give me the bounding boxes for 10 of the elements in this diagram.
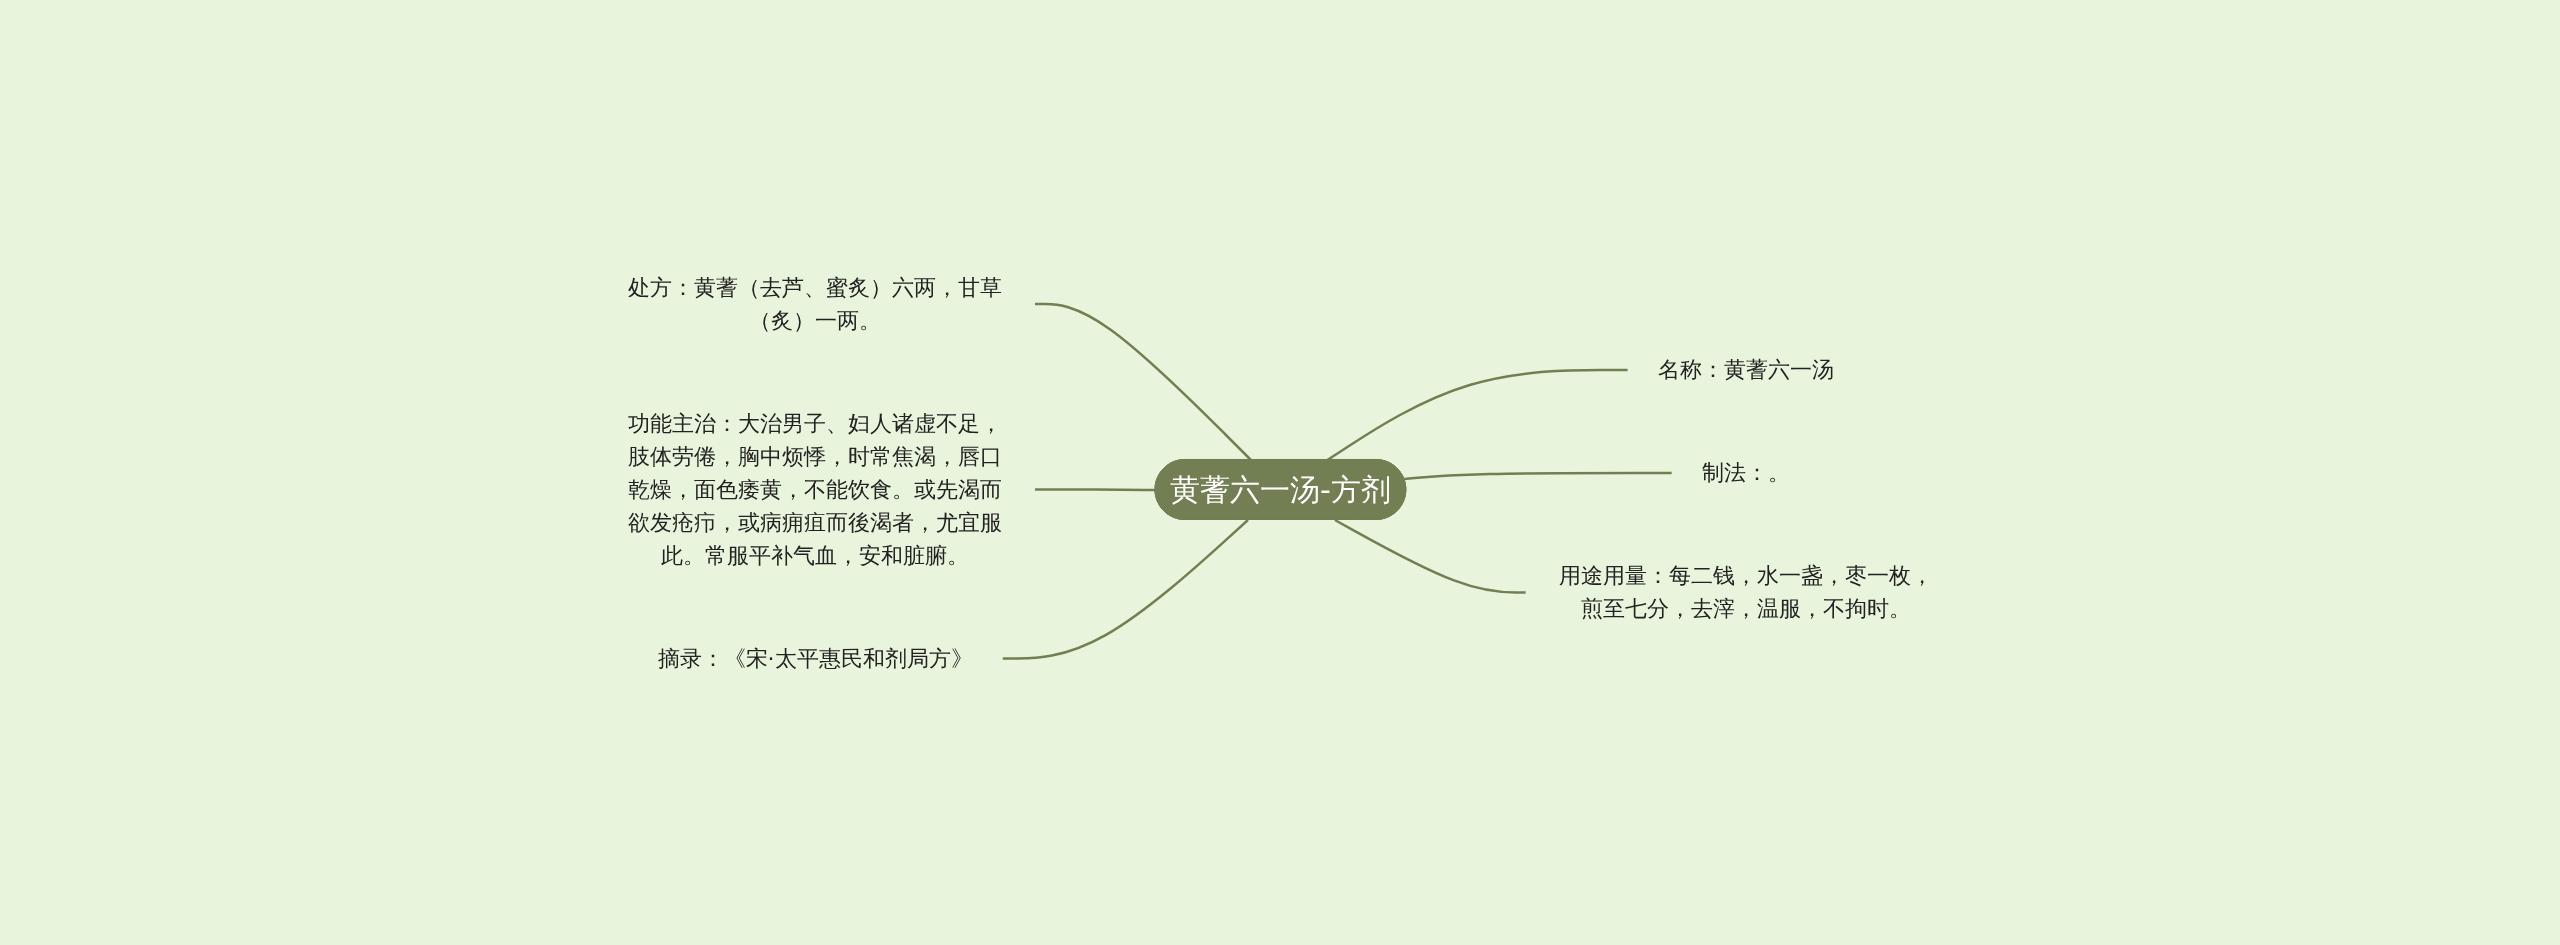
- connector: [1403, 471, 1672, 480]
- node-text: 用途用量：每二钱，水一盏，枣一枚，煎至七分，去滓，温服，不拘时。: [1558, 562, 1933, 621]
- node-text: 名称：黄蓍六一汤: [1657, 357, 1834, 382]
- connector: [1002, 518, 1249, 660]
- connector: [1034, 487, 1156, 491]
- node-text: 功能主治：大治男子、妇人诸虚不足，肢体劳倦，胸中烦悸，时常焦渴，唇口乾燥，面色痿黄，不能饮食。或先渴而欲发疮疖，或病痈疽而後渴者，尤宜服此。常服平补气血，安和脏腑。: [627, 410, 1002, 568]
- node-text: 处方：黄蓍（去芦、蜜炙）六两，甘草（炙）一两。: [627, 274, 1002, 333]
- connector: [1333, 518, 1526, 594]
- node-text: 摘录：《宋·太平惠民和剂局方》: [657, 645, 973, 671]
- node-text: 制法：。: [1701, 459, 1790, 485]
